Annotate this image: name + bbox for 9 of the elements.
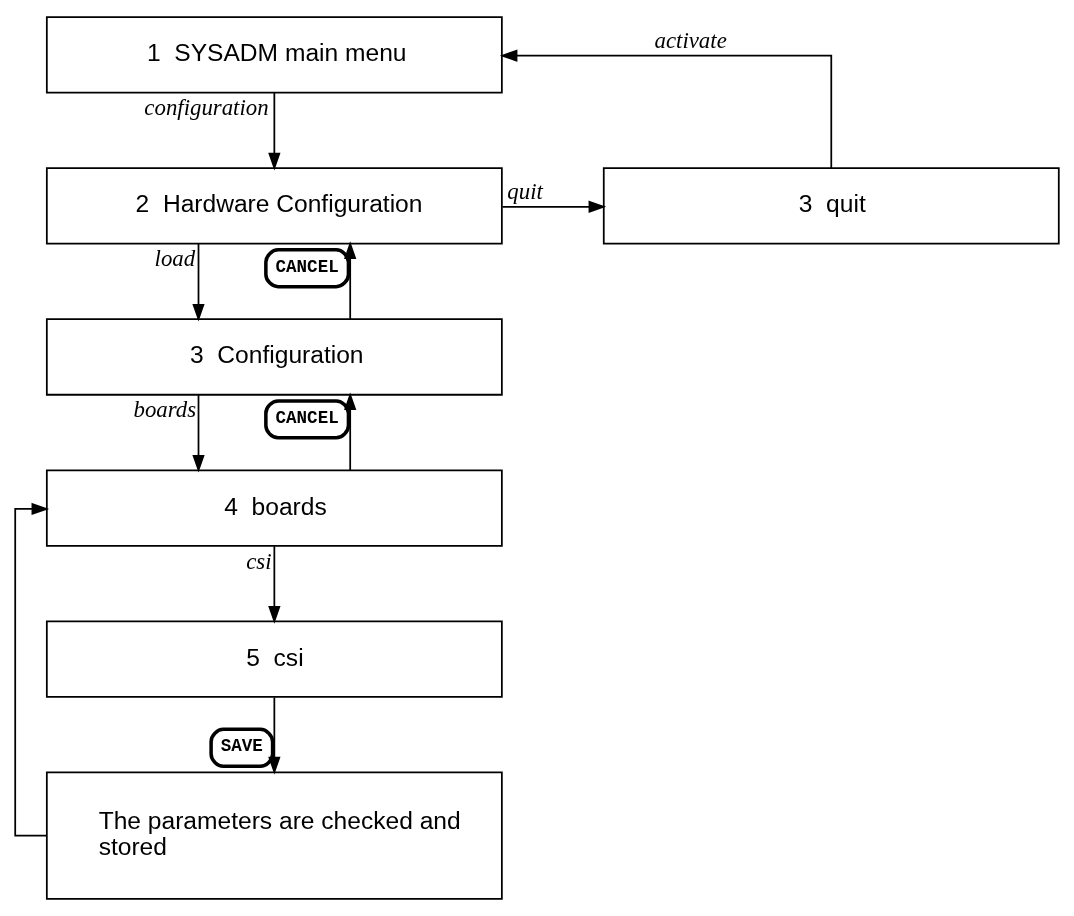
edge-label: activate [654, 27, 727, 53]
edge-label: CANCEL [275, 407, 339, 428]
edge-label: boards [133, 397, 197, 423]
edge-label: CANCEL [275, 256, 339, 277]
edge-label: load [154, 246, 196, 272]
edge-label: csi [246, 548, 272, 574]
edge-label: quit [507, 178, 543, 204]
edge-label: configuration [144, 95, 269, 121]
edge-label: SAVE [220, 736, 263, 757]
